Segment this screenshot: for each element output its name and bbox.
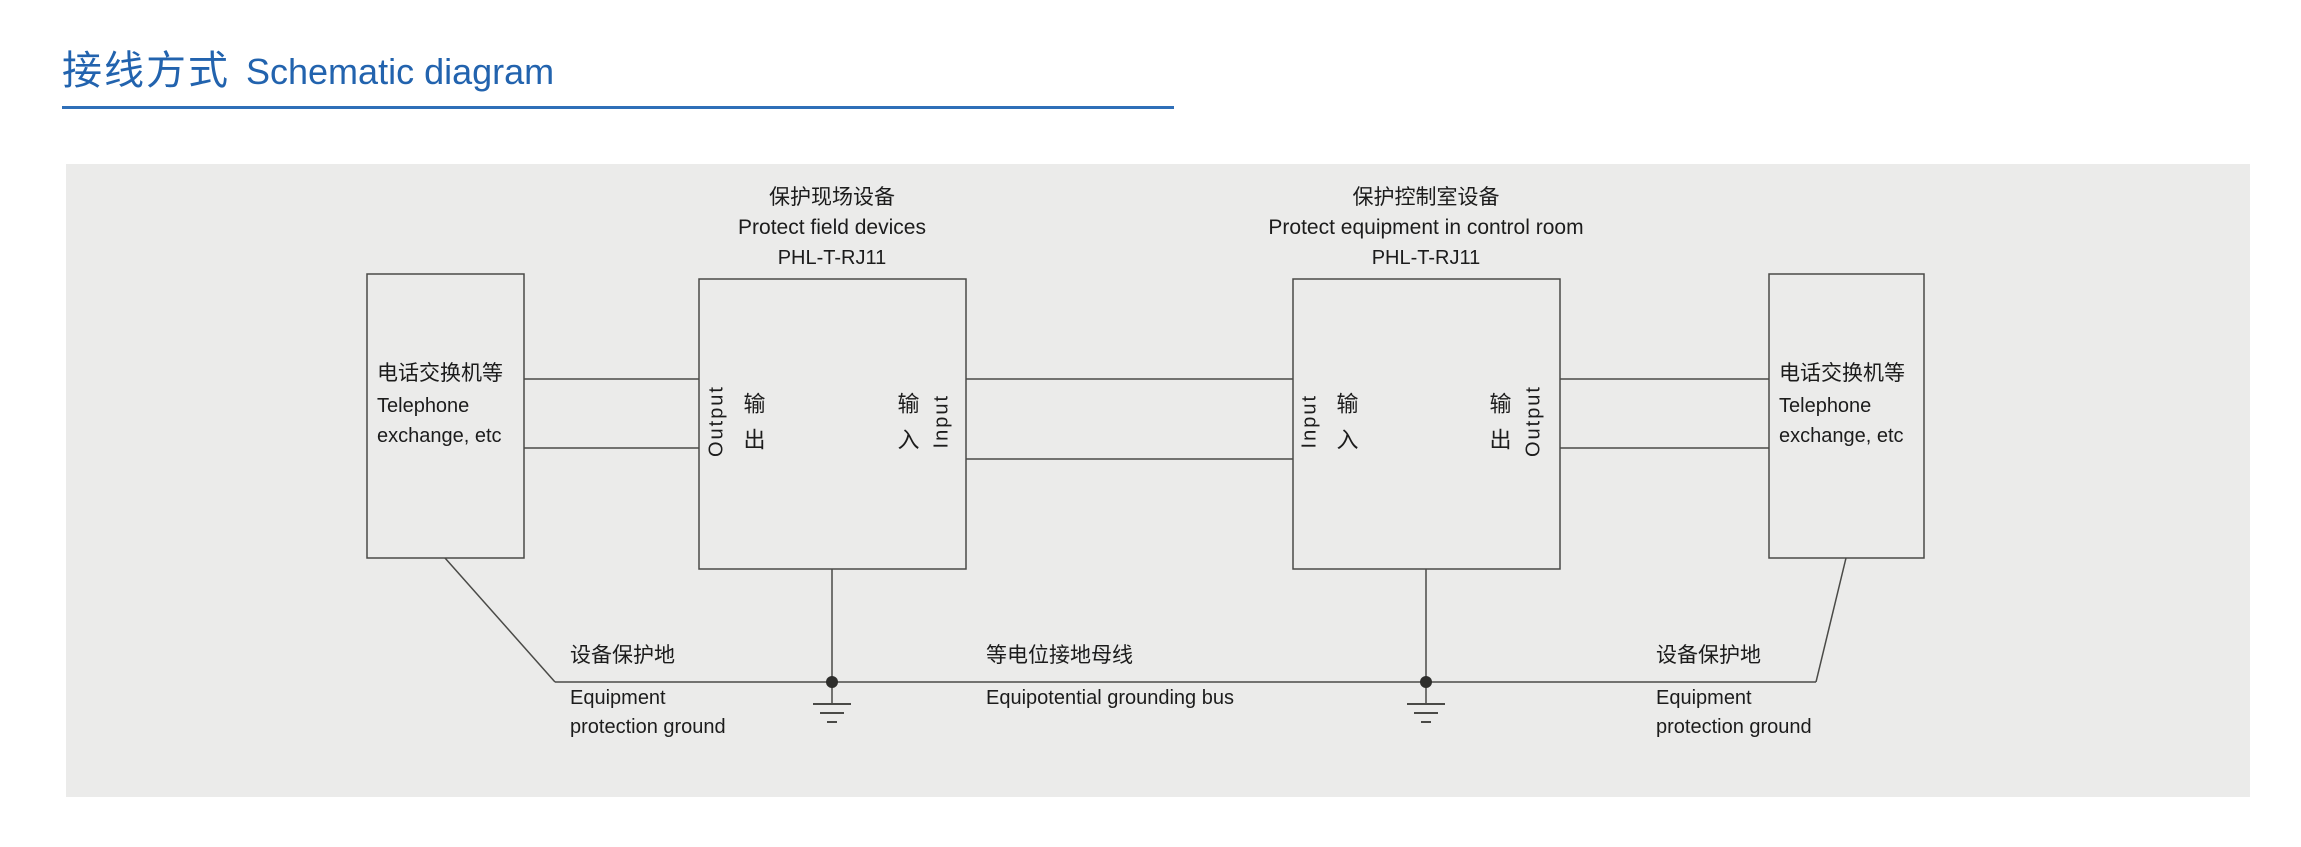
telephone-left-en2: exchange, etc	[377, 425, 502, 447]
earth-symbol-control	[1407, 703, 1445, 723]
linework	[366, 273, 1925, 704]
earth-symbol-field	[813, 703, 851, 723]
port-control-output-zh: 输出	[1486, 392, 1512, 464]
port-control-input: Input 输入	[1299, 378, 1362, 464]
port-control-output: 输出 Output	[1483, 378, 1546, 464]
telephone-right-label: 电话交换机等 Telephone exchange, etc	[1779, 357, 1905, 451]
port-field-output-zh: 输出	[740, 392, 766, 464]
device-control-caption: 保护控制室设备 Protect equipment in control roo…	[1268, 183, 1583, 273]
telephone-right-zh: 电话交换机等	[1779, 362, 1905, 385]
telephone-right-en2: exchange, etc	[1779, 425, 1904, 447]
telephone-right-en1: Telephone	[1779, 395, 1872, 417]
diagram-panel	[66, 164, 2250, 797]
port-field-output-en: Output	[705, 384, 728, 458]
ground-left-en2: protection ground	[570, 716, 726, 738]
telephone-left-zh: 电话交换机等	[377, 362, 503, 385]
ground-diagonal-right	[1815, 557, 1847, 683]
device-field-caption: 保护现场设备 Protect field devices PHL-T-RJ11	[738, 183, 926, 273]
ground-right-en: Equipment protection ground	[1656, 684, 1812, 742]
junction-dot-field	[826, 676, 838, 688]
port-field-input: 输入 Input	[891, 378, 954, 464]
page-title: 接线方式 Schematic diagram	[62, 38, 554, 96]
ground-right-en2: protection ground	[1656, 716, 1812, 738]
device-control-caption-zh: 保护控制室设备	[1352, 186, 1500, 209]
ground-left-en1: Equipment	[570, 687, 666, 709]
ground-right-zh: 设备保护地	[1656, 644, 1761, 667]
telephone-right-box	[1768, 273, 1925, 559]
device-control-caption-en: Protect equipment in control room	[1268, 216, 1584, 239]
junction-dot-control	[1420, 676, 1432, 688]
device-field-caption-zh: 保护现场设备	[769, 186, 895, 209]
device-field-model: PHL-T-RJ11	[777, 247, 887, 269]
ground-right-en1: Equipment	[1656, 687, 1752, 709]
ground-left-zh: 设备保护地	[570, 644, 675, 667]
device-control-model: PHL-T-RJ11	[1371, 247, 1481, 269]
ground-bus-en: Equipotential grounding bus	[986, 687, 1234, 709]
ground-bus-zh: 等电位接地母线	[986, 644, 1133, 667]
ground-diagonal-left	[444, 557, 556, 683]
telephone-left-label: 电话交换机等 Telephone exchange, etc	[377, 357, 503, 451]
device-field-caption-en: Protect field devices	[738, 216, 926, 239]
page-title-en: Schematic diagram	[246, 51, 555, 92]
port-control-output-en: Output	[1522, 384, 1545, 458]
port-field-input-zh: 输入	[894, 392, 920, 464]
port-control-input-en: Input	[1298, 393, 1321, 449]
title-underline	[62, 106, 1174, 109]
port-field-input-en: Input	[930, 393, 953, 449]
page-title-zh: 接线方式	[62, 49, 230, 93]
port-field-output: Output 输出	[706, 378, 769, 464]
telephone-left-en1: Telephone	[377, 395, 470, 417]
port-control-input-zh: 输入	[1333, 392, 1359, 464]
ground-left-en: Equipment protection ground	[570, 684, 726, 742]
